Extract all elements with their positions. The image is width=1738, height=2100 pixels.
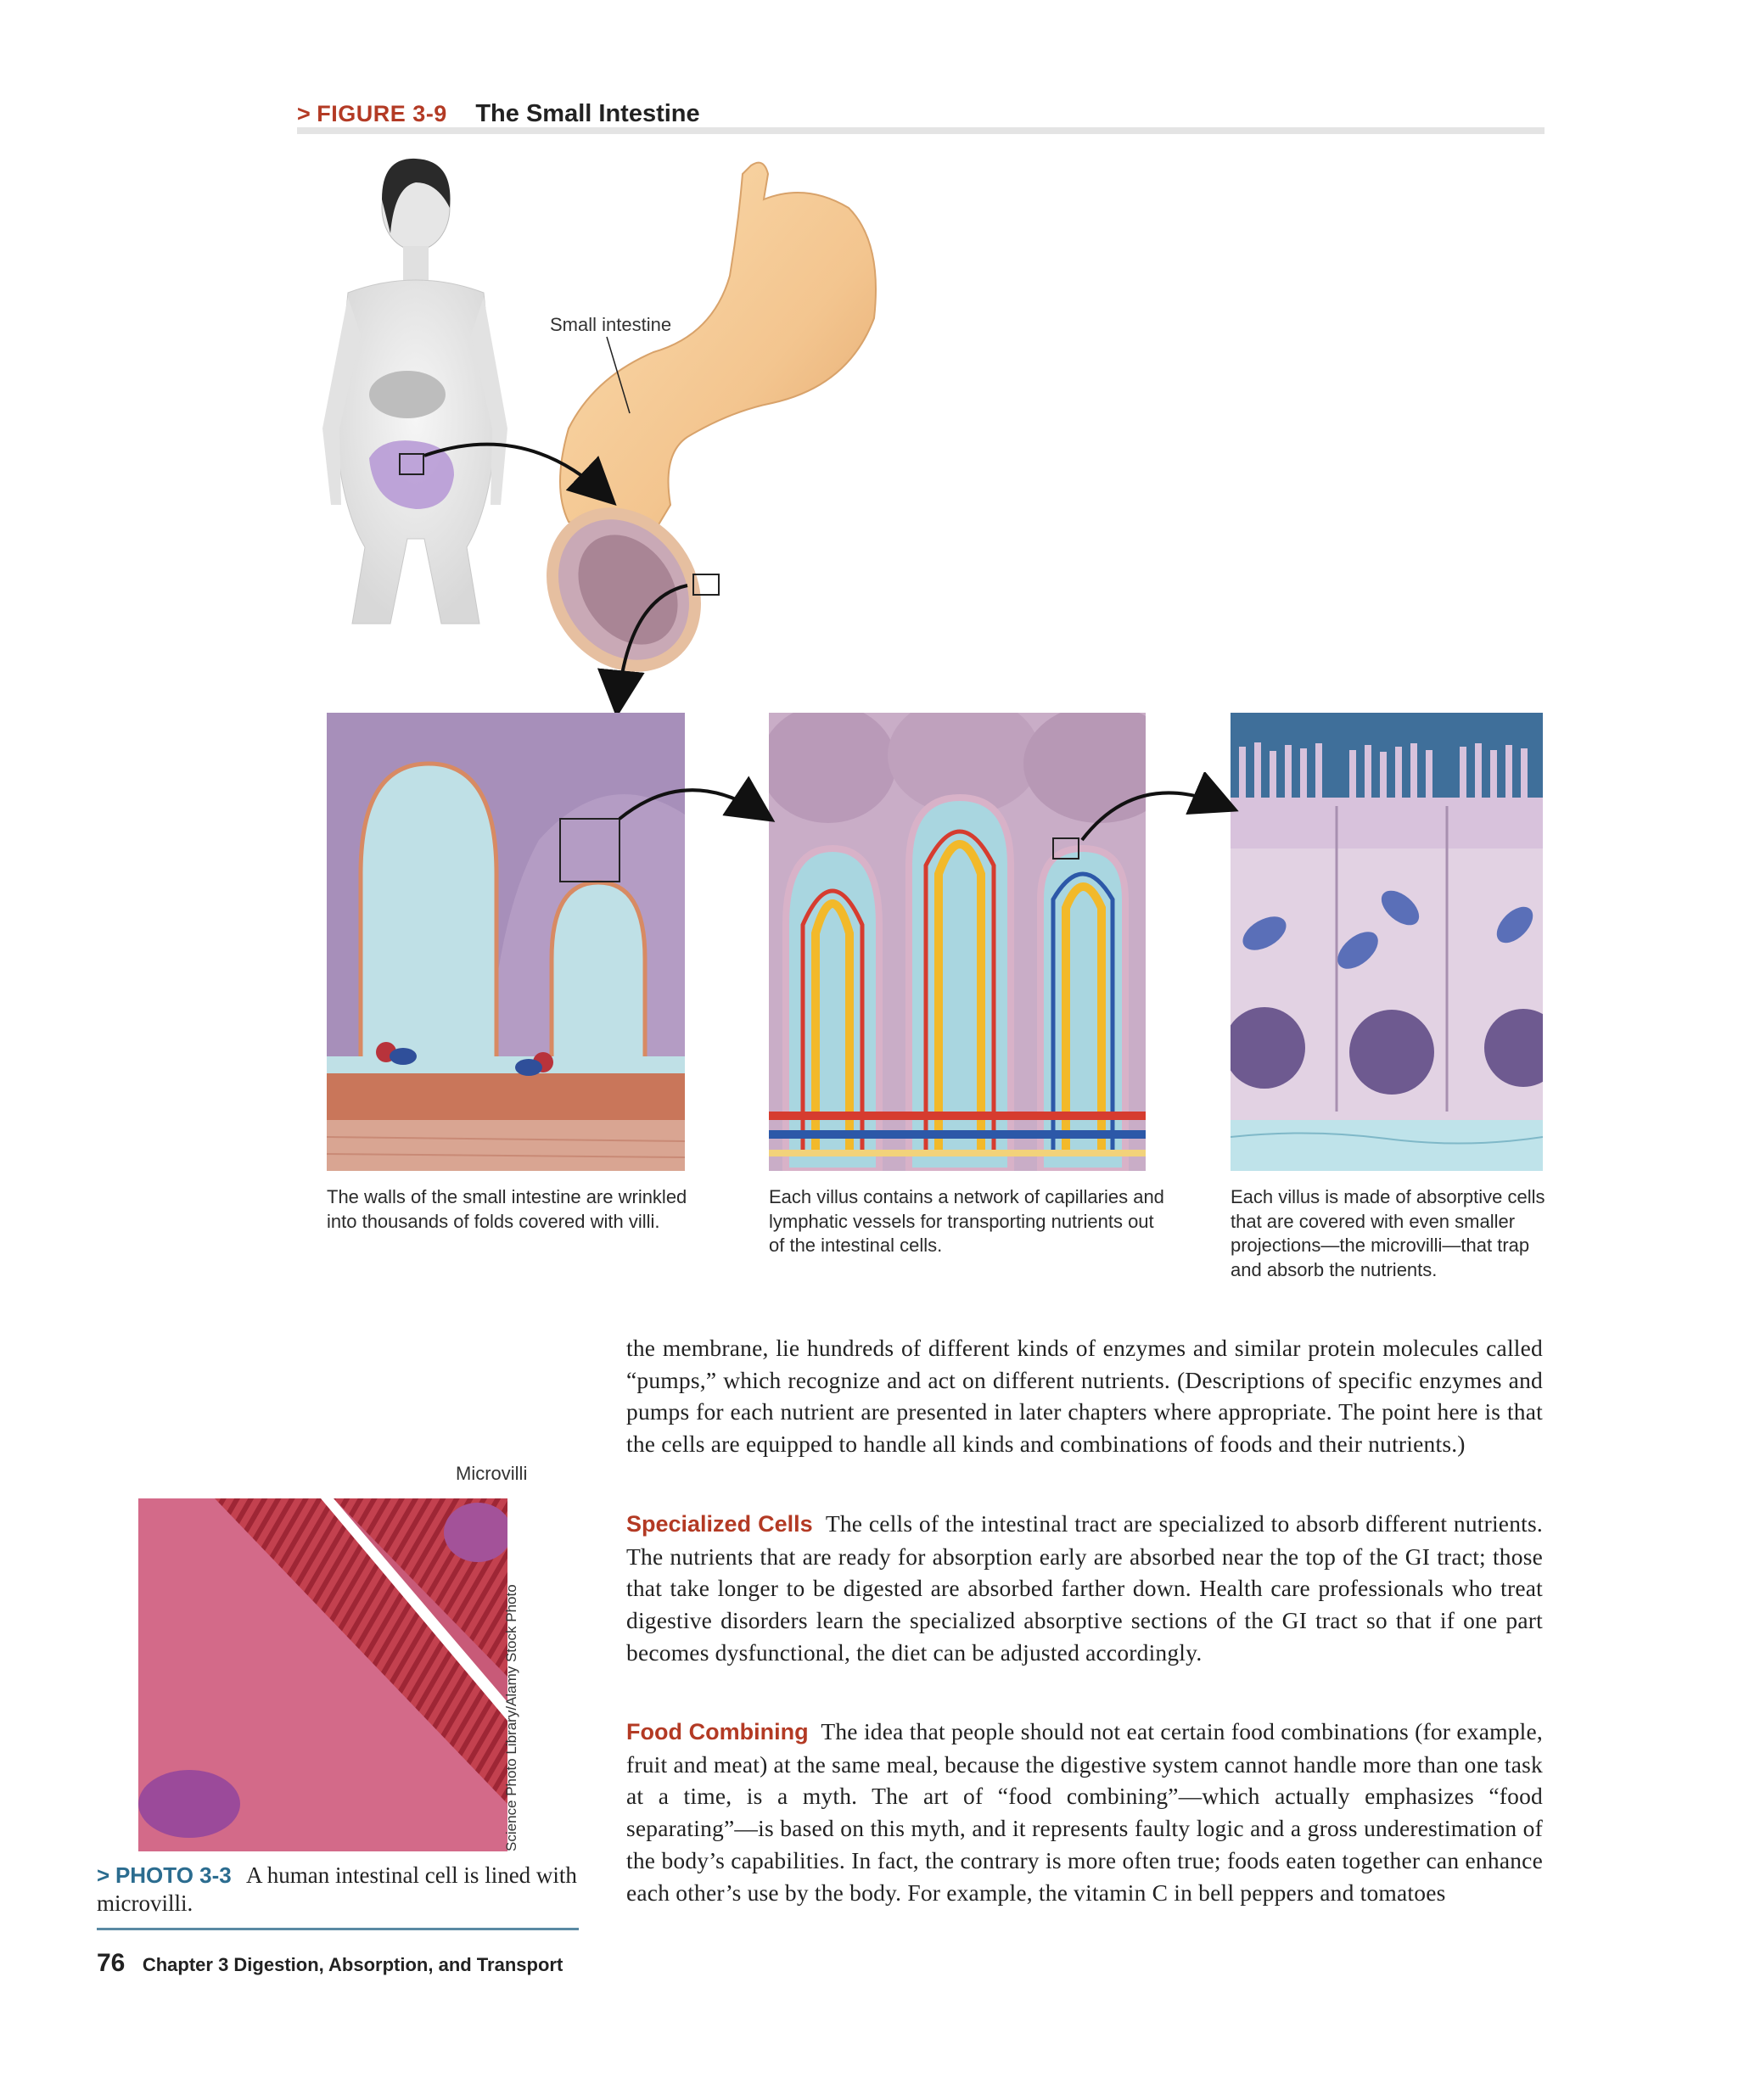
figure-title: The Small Intestine [475, 100, 700, 127]
arrow-villus-to-cells [1080, 772, 1239, 842]
photo-credit: Science Photo Library/Alamy Stock Photo [503, 1584, 519, 1851]
arrow-folds-to-villus [618, 776, 776, 822]
body-paragraph-food-combining: Food Combining The idea that people shou… [626, 1716, 1543, 1908]
figure-header: > FIGURE 3-9 The Small Intestine [297, 100, 1545, 134]
stomach-intestine-illustration [547, 161, 877, 672]
figure-marker: > [297, 101, 311, 126]
caption-villi-folds: The walls of the small intestine are wri… [327, 1186, 687, 1232]
arrow-intestine-to-folds [597, 584, 688, 717]
body-paragraph-3-text: The idea that people should not eat cert… [626, 1718, 1543, 1906]
heading-specialized-cells: Specialized Cells [626, 1511, 813, 1537]
page-footer: 76 Chapter 3 Digestion, Absorption, and … [97, 1949, 563, 1978]
body-paragraph-1: the membrane, lie hundreds of different … [626, 1332, 1543, 1460]
figure-header-rule [297, 127, 1545, 134]
body-paragraph-specialized-cells: Specialized Cells The cells of the intes… [626, 1508, 1543, 1669]
body-paragraph-1-text: the membrane, lie hundreds of different … [626, 1335, 1543, 1458]
panel-arrows [618, 772, 1239, 842]
label-microvilli: Microvilli [456, 1463, 528, 1484]
page-number: 76 [97, 1949, 126, 1977]
overview-illustration [322, 158, 877, 717]
photo-caption-text: A human intestinal cell is lined with mi… [97, 1862, 577, 1916]
arrow-body-to-intestine [423, 442, 617, 506]
figure-number: FIGURE 3-9 [317, 101, 447, 126]
photo-caption-rule [97, 1928, 579, 1930]
absorptive-cells-panel [1231, 713, 1543, 1171]
heading-food-combining: Food Combining [626, 1719, 809, 1744]
villus-capillaries-panel [769, 713, 1146, 1171]
caption-absorptive-cells: Each villus is made of absorptive cells … [1231, 1186, 1545, 1280]
caption-villus-capillaries: Each villus contains a network of capill… [769, 1186, 1164, 1256]
photo-caption-number: PHOTO 3-3 [115, 1862, 232, 1888]
human-body-figure [322, 158, 507, 624]
label-small-intestine: Small intestine [550, 314, 672, 335]
villi-folds-panel [327, 713, 685, 1171]
body-paragraph-2-text: The cells of the intestinal tract are sp… [626, 1510, 1543, 1666]
photo-caption-marker: > [97, 1862, 110, 1888]
chapter-title: Chapter 3 Digestion, Absorption, and Tra… [142, 1954, 563, 1975]
figure-label: > FIGURE 3-9 The Small Intestine [297, 100, 700, 128]
photo-caption: > PHOTO 3-3 A human intestinal cell is l… [97, 1862, 579, 1918]
photo-intestinal-cell [138, 1498, 507, 1851]
